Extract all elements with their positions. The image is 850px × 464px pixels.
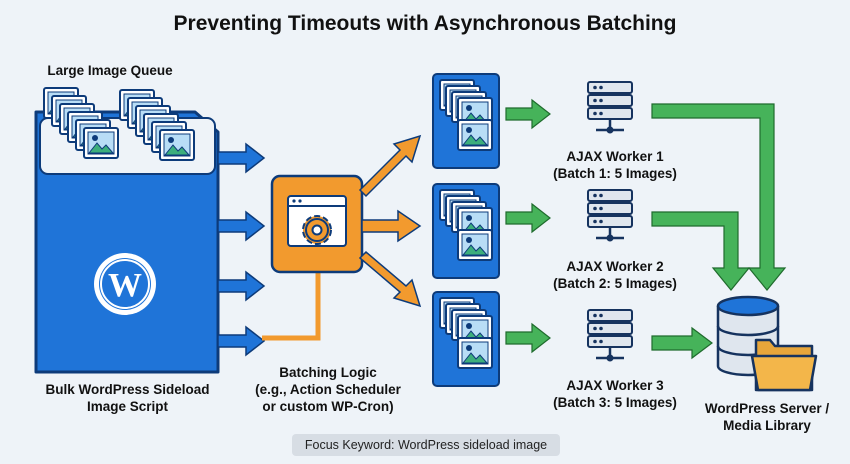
batch-box-2 <box>432 183 500 279</box>
script-label-line-2: Image Script <box>86 399 169 414</box>
server-icon-3 <box>586 308 634 363</box>
worker-batch-1: (Batch 1: 5 Images) <box>553 166 677 181</box>
batch-dispatch-arrows <box>358 134 422 308</box>
server-label: WordPress Server / Media Library <box>692 400 842 434</box>
batch-to-worker-arrows <box>505 98 551 354</box>
gear-icon <box>302 215 332 245</box>
diagram-title: Preventing Timeouts with Asynchronous Ba… <box>173 12 677 35</box>
worker-label-2: AJAX Worker 2 (Batch 2: 5 Images) <box>530 258 700 292</box>
worker-label-1: AJAX Worker 1 (Batch 1: 5 Images) <box>530 148 700 182</box>
script-label: Bulk WordPress Sideload Image Script <box>10 381 245 415</box>
script-label-line-1: Bulk WordPress Sideload <box>45 382 210 397</box>
worker-name-3: AJAX Worker 3 <box>566 378 664 393</box>
focus-keyword-badge: Focus Keyword: WordPress sideload image <box>292 434 560 456</box>
server-icon-2 <box>586 188 634 243</box>
server-label-line-2: Media Library <box>723 418 811 433</box>
svg-text:W: W <box>108 267 142 304</box>
queue-label: Large Image Queue <box>47 63 173 78</box>
batching-label-line-1: Batching Logic <box>279 365 377 380</box>
script-output-arrows <box>217 142 266 357</box>
worker-name-2: AJAX Worker 2 <box>566 259 664 274</box>
server-label-line-1: WordPress Server / <box>704 401 830 416</box>
wordpress-logo-icon: W <box>94 253 156 315</box>
worker-name-1: AJAX Worker 1 <box>566 149 664 164</box>
batching-label-line-2: (e.g., Action Scheduler <box>255 382 401 397</box>
batching-label-line-3: or custom WP-Cron) <box>262 399 394 414</box>
batching-input-connector <box>262 272 321 341</box>
batching-label: Batching Logic (e.g., Action Scheduler o… <box>248 364 408 415</box>
worker-label-3: AJAX Worker 3 (Batch 3: 5 Images) <box>530 377 700 411</box>
server-icon-1 <box>586 80 634 135</box>
worker-batch-2: (Batch 2: 5 Images) <box>553 276 677 291</box>
worker-batch-3: (Batch 3: 5 Images) <box>553 395 677 410</box>
folder-icon <box>750 338 818 392</box>
worker-to-server-arrows <box>651 103 787 360</box>
batch-box-3 <box>432 291 500 387</box>
batch-box-1 <box>432 73 500 169</box>
